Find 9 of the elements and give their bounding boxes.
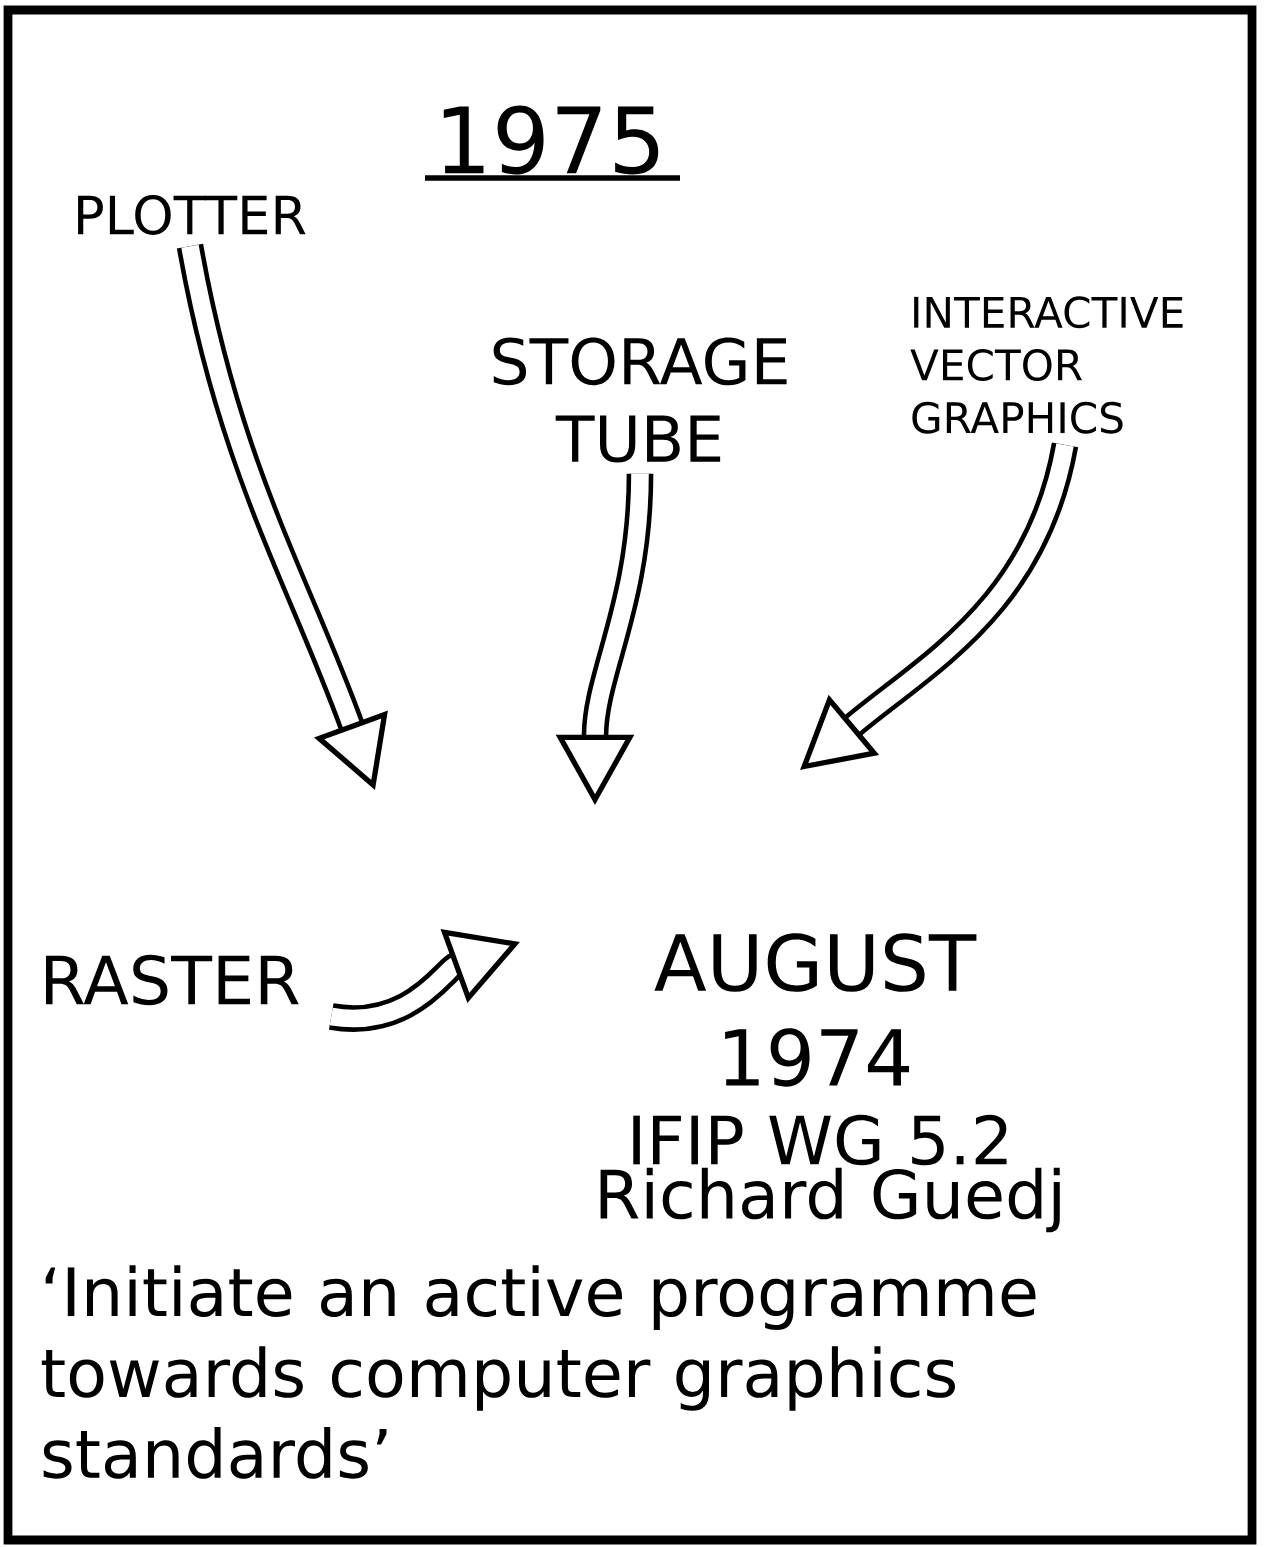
text-label: ‘Initiate an active programme towards computer graphics standards’ <box>41 1265 1036 1479</box>
text-label: RASTER <box>46 954 299 1006</box>
title: 1975 <box>443 105 659 175</box>
text-label: STORAGE TUBE <box>493 337 787 463</box>
text-label: Richard Guedj <box>600 1167 1060 1233</box>
text-label: PLOTTER <box>78 195 306 235</box>
text-label: INTERACTIVE VECTOR GRAPHICS <box>910 296 1183 434</box>
text-label: AUGUST 1974 <box>654 933 977 1087</box>
text-label: IFIP WG 5.2 <box>633 1114 1007 1166</box>
